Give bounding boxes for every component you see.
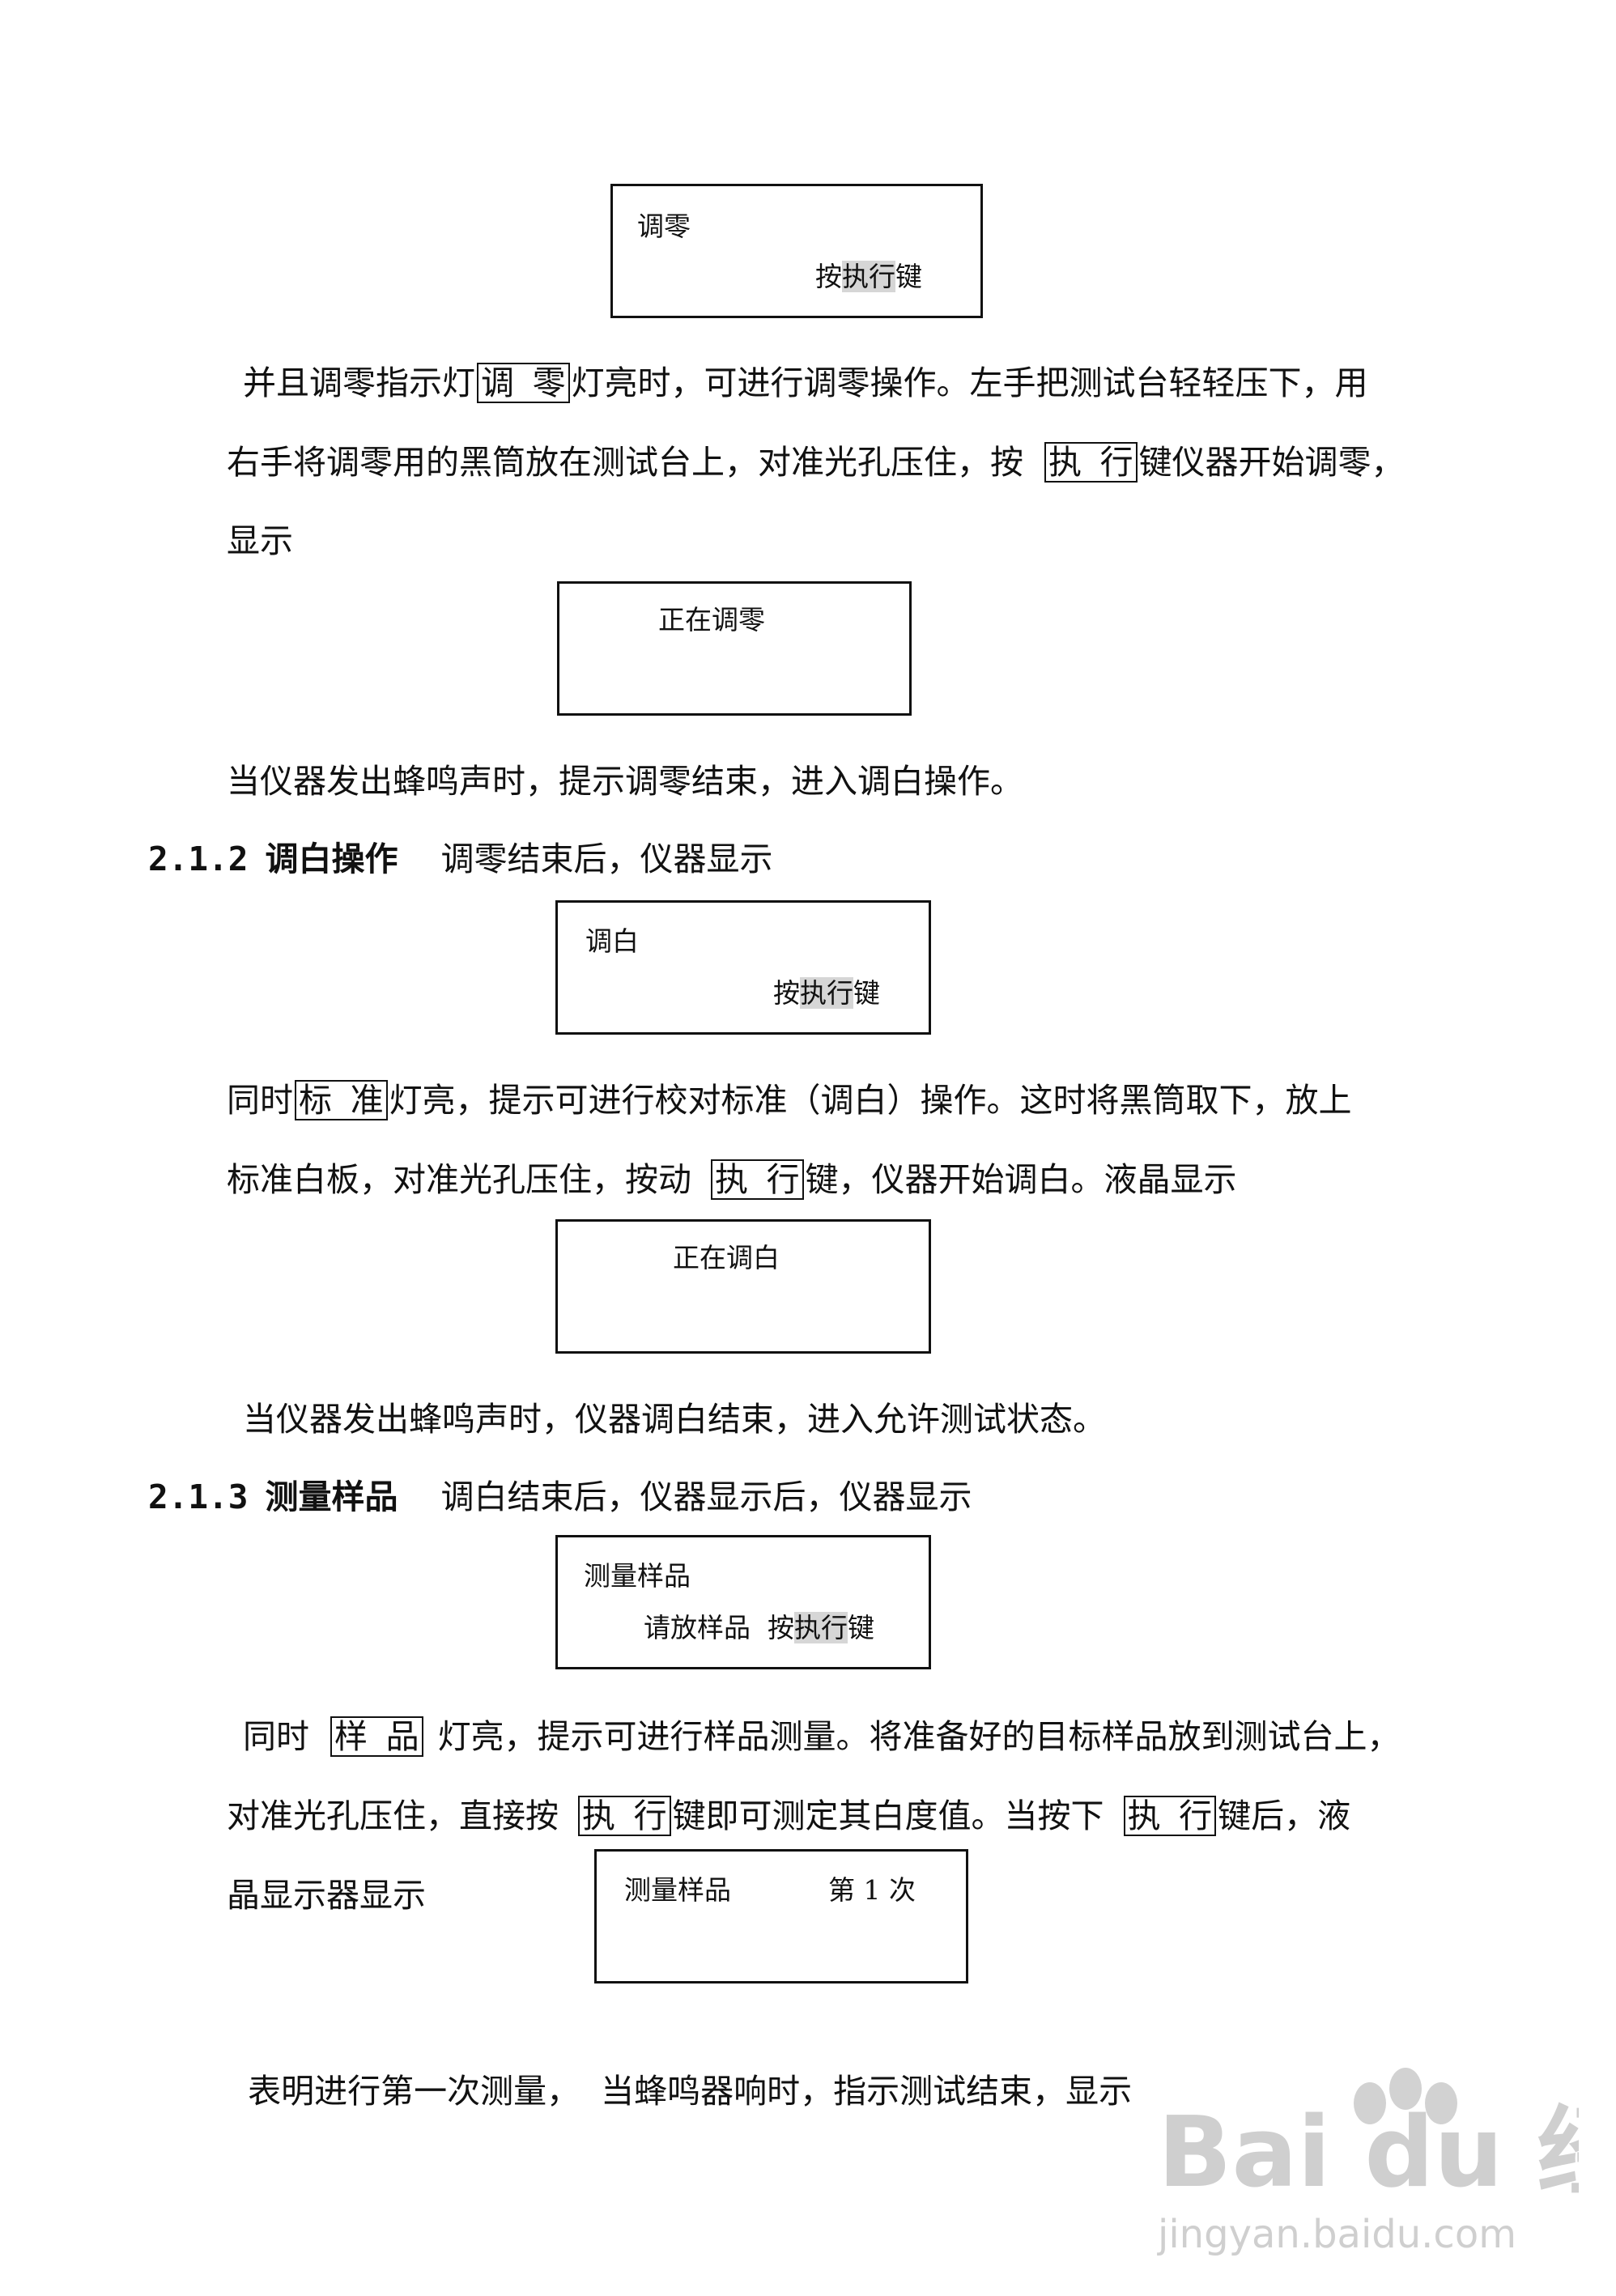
lcd-right: 第 1 次: [828, 1874, 916, 1906]
text: 键后，液: [1218, 1796, 1351, 1835]
key-char: 执: [1048, 443, 1100, 482]
text: 键即可测定其白度值。当按下: [672, 1796, 1104, 1835]
text: 显示: [227, 521, 293, 560]
lcd-zeroing: 正在调零: [557, 581, 912, 716]
lcd-text-pre: 按: [815, 261, 842, 292]
lcd-text-pre: 按: [773, 977, 800, 1009]
heading-text: 调白结束后，仪器显示后，仪器显示: [440, 1478, 972, 1516]
heading-text: 调零结束后，仪器显示: [440, 840, 773, 878]
key-standard: 标准: [295, 1080, 388, 1120]
lcd-white-prompt: 调白 按执行键: [555, 900, 931, 1035]
lcd-line2: 按执行键: [815, 261, 922, 293]
key-exec: 执行: [578, 1796, 671, 1836]
lcd-line1: 调白: [585, 925, 639, 957]
lcd-text-pre: 请放样品 按: [644, 1612, 794, 1643]
key-char: 行: [633, 1796, 667, 1835]
lcd-sample-prompt: 测量样品 请放样品 按执行键: [555, 1535, 931, 1669]
key-char: 执: [1127, 1796, 1180, 1835]
text: 晶显示器显示: [227, 1876, 426, 1915]
text: 对准光孔压住，直接按: [227, 1796, 559, 1835]
paragraph-zero-end: 当仪器发出蜂鸣声时，提示调零结束，进入调白操作。: [227, 761, 1023, 801]
heading-2-1-3: 2.1.3 测量样品 调白结束后，仪器显示后，仪器显示: [148, 1477, 972, 1517]
key-char: 执: [715, 1160, 767, 1199]
paragraph-white-2: 标准白板，对准光孔压住，按动执行键，仪器开始调白。液晶显示: [227, 1159, 1237, 1200]
key-exec: 执行: [1044, 442, 1138, 483]
watermark-url: jingyan.baidu.com: [1157, 2212, 1516, 2257]
text: 并且调零指示灯: [243, 364, 475, 402]
key-sample: 样品: [330, 1716, 423, 1757]
key-char: 行: [766, 1160, 800, 1199]
text: 灯亮，提示可进行样品测量。将准备好的目标样品放到测试台上，: [437, 1717, 1401, 1756]
text: 键仪器开始调零，: [1138, 443, 1405, 482]
paragraph-zero-2: 右手将调零用的黑筒放在测试台上，对准光孔压住，按执行键仪器开始调零，: [227, 442, 1405, 483]
heading-title: 测量样品: [265, 1478, 398, 1516]
key-char: 行: [1179, 1796, 1213, 1835]
text: 灯亮，提示可进行校对标准（调白）操作。这时将黑筒取下，放上: [389, 1081, 1352, 1120]
text: 键，仪器开始调白。液晶显示: [805, 1160, 1237, 1199]
text: 当仪器发出蜂鸣声时，提示调零结束，进入调白操作。: [227, 762, 1023, 801]
heading-2-1-2: 2.1.2 调白操作 调零结束后，仪器显示: [148, 839, 773, 879]
lcd-line2: 请放样品 按执行键: [644, 1612, 874, 1644]
paragraph-sample-2: 对准光孔压住，直接按执行键即可测定其白度值。当按下执行键后，液: [227, 1796, 1350, 1836]
lcd-highlight-exec: 执行: [800, 977, 853, 1009]
lcd-sample-count: 测量样品 第 1 次: [594, 1849, 968, 1983]
key-char: 零: [532, 364, 566, 402]
paragraph-sample-end: 表明进行第一次测量， 当蜂鸣器响时，指示测试结束，显示: [227, 2030, 1132, 2111]
lcd-line1: 调零: [637, 210, 691, 242]
paragraph-zero-3: 显示: [227, 521, 293, 561]
key-zero: 调零: [477, 363, 570, 403]
key-exec: 执行: [711, 1159, 804, 1200]
text: 表明进行第一次测量， 当蜂鸣器响时，指示测试结束，显示: [248, 2072, 1133, 2111]
key-char: 执: [582, 1796, 634, 1835]
key-char: 标: [299, 1081, 351, 1120]
paragraph-sample-1: 同时样品灯亮，提示可进行样品测量。将准备好的目标样品放到测试台上，: [243, 1716, 1401, 1757]
text: 同时: [227, 1081, 293, 1120]
lcd-highlight-exec: 执行: [842, 261, 895, 292]
key-exec: 执行: [1123, 1796, 1217, 1836]
lcd-whitening: 正在调白: [555, 1219, 931, 1354]
lcd-highlight-exec: 执行: [793, 1612, 848, 1643]
lcd-left: 测量样品: [624, 1874, 731, 1906]
lcd-text-post: 键: [847, 1612, 874, 1643]
paragraph-zero-1: 并且调零指示灯调零灯亮时，可进行调零操作。左手把测试台轻轻压下，用: [243, 363, 1368, 403]
text: 当仪器发出蜂鸣声时，仪器调白结束，进入允许测试状态。: [243, 1400, 1106, 1439]
key-char: 样: [334, 1717, 386, 1756]
paw-icon: [1354, 2068, 1457, 2124]
key-char: 调: [481, 364, 533, 402]
lcd-line1: 测量样品: [584, 1560, 691, 1592]
lcd-line2: 按执行键: [773, 977, 880, 1010]
paragraph-sample-3: 晶显示器显示: [227, 1875, 426, 1915]
lcd-text-post: 键: [895, 261, 922, 292]
heading-number: 2.1.3: [148, 1478, 249, 1516]
text: 标准白板，对准光孔压住，按动: [227, 1160, 691, 1199]
watermark-brand: Bai du 经验: [1158, 2097, 1579, 2209]
text: 同时: [243, 1717, 309, 1756]
text: 右手将调零用的黑筒放在测试台上，对准光孔压住，按: [227, 443, 1023, 482]
heading-title: 调白操作: [265, 840, 398, 878]
lcd-zero-prompt: 调零 按执行键: [610, 184, 983, 318]
lcd-text-post: 键: [853, 977, 880, 1009]
key-char: 行: [1099, 443, 1133, 482]
key-char: 品: [385, 1717, 419, 1756]
paragraph-white-end: 当仪器发出蜂鸣声时，仪器调白结束，进入允许测试状态。: [243, 1399, 1106, 1439]
baidu-watermark: Bai du 经验 jingyan.baidu.com: [1157, 2068, 1579, 2257]
heading-number: 2.1.2: [148, 840, 249, 878]
paragraph-white-1: 同时标准灯亮，提示可进行校对标准（调白）操作。这时将黑筒取下，放上: [227, 1080, 1352, 1120]
key-char: 准: [350, 1081, 384, 1120]
lcd-line1: 正在调白: [673, 1242, 780, 1273]
lcd-line1: 正在调零: [658, 604, 765, 636]
text: 灯亮时，可进行调零操作。左手把测试台轻轻压下，用: [571, 364, 1368, 402]
